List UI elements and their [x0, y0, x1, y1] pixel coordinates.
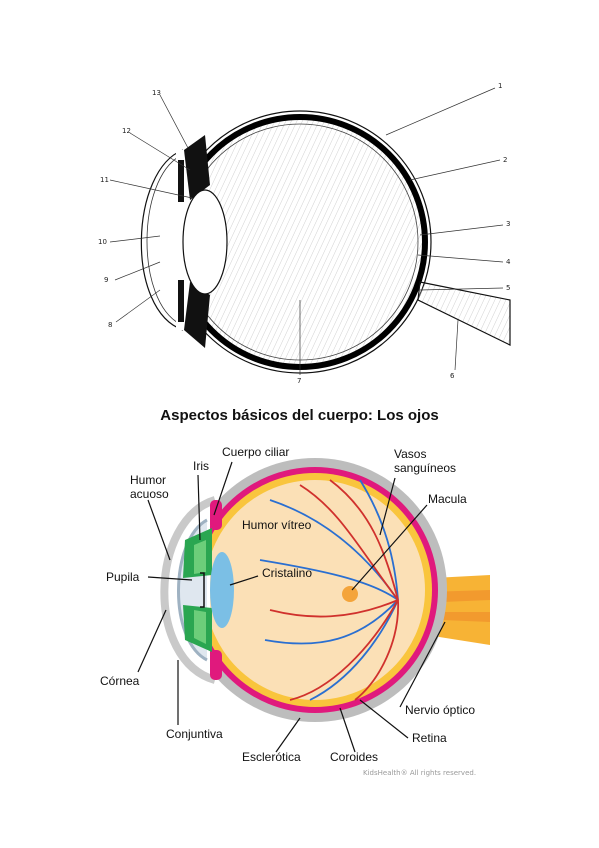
optic-nerve [417, 281, 511, 346]
label-vasos-2: sanguíneos [394, 461, 456, 475]
number-label: 7 [297, 377, 301, 385]
vitreous-body [205, 480, 425, 700]
crystalline-lens [210, 552, 234, 628]
number-label: 3 [506, 220, 510, 228]
ciliary-body-top [210, 500, 222, 530]
label-nervio-optico: Nervio óptico [405, 703, 475, 717]
iris-top [178, 160, 184, 202]
label-retina: Retina [412, 731, 447, 745]
label-humor-vitreo: Humor vítreo [242, 518, 312, 532]
number-label: 4 [506, 258, 511, 266]
label-vasos-1: Vasos [394, 447, 426, 461]
number-label: 12 [122, 127, 131, 135]
label-humor-acuoso-1: Humor [130, 473, 166, 487]
number-label: 11 [100, 176, 109, 184]
label-cristalino: Cristalino [262, 566, 312, 580]
numbered-eye-diagram: 1 2 3 4 5 6 7 8 9 10 11 12 13 [98, 82, 511, 385]
ciliary-body-top [184, 135, 210, 200]
blood-vessels [259, 479, 399, 701]
number-label: 6 [450, 372, 455, 380]
label-macula: Macula [428, 492, 467, 506]
lens [182, 189, 228, 295]
label-cornea: Córnea [100, 674, 140, 688]
number-label: 9 [104, 276, 108, 284]
ciliary-body-bottom [184, 282, 210, 348]
number-label: 1 [498, 82, 502, 90]
number-label: 5 [506, 284, 510, 292]
cornea-outline [140, 149, 184, 331]
label-iris: Iris [193, 459, 209, 473]
macula-spot [342, 586, 358, 602]
diagram-title: Aspectos básicos del cuerpo: Los ojos [160, 407, 439, 424]
number-label: 8 [108, 321, 112, 329]
label-pupila: Pupila [106, 570, 140, 584]
label-humor-acuoso-2: acuoso [130, 487, 169, 501]
number-label: 2 [503, 156, 507, 164]
ciliary-body-bottom [210, 650, 222, 680]
number-label: 13 [152, 89, 161, 97]
number-label: 10 [98, 238, 107, 246]
label-esclerotica: Esclerótica [242, 750, 301, 764]
label-conjuntiva: Conjuntiva [166, 727, 223, 741]
credit-text: KidsHealth® All rights reserved. [363, 769, 476, 777]
label-coroides: Coroides [330, 750, 378, 764]
conjunctiva [160, 496, 217, 684]
label-cuerpo-ciliar: Cuerpo ciliar [222, 445, 289, 459]
iris-bottom [178, 280, 184, 322]
